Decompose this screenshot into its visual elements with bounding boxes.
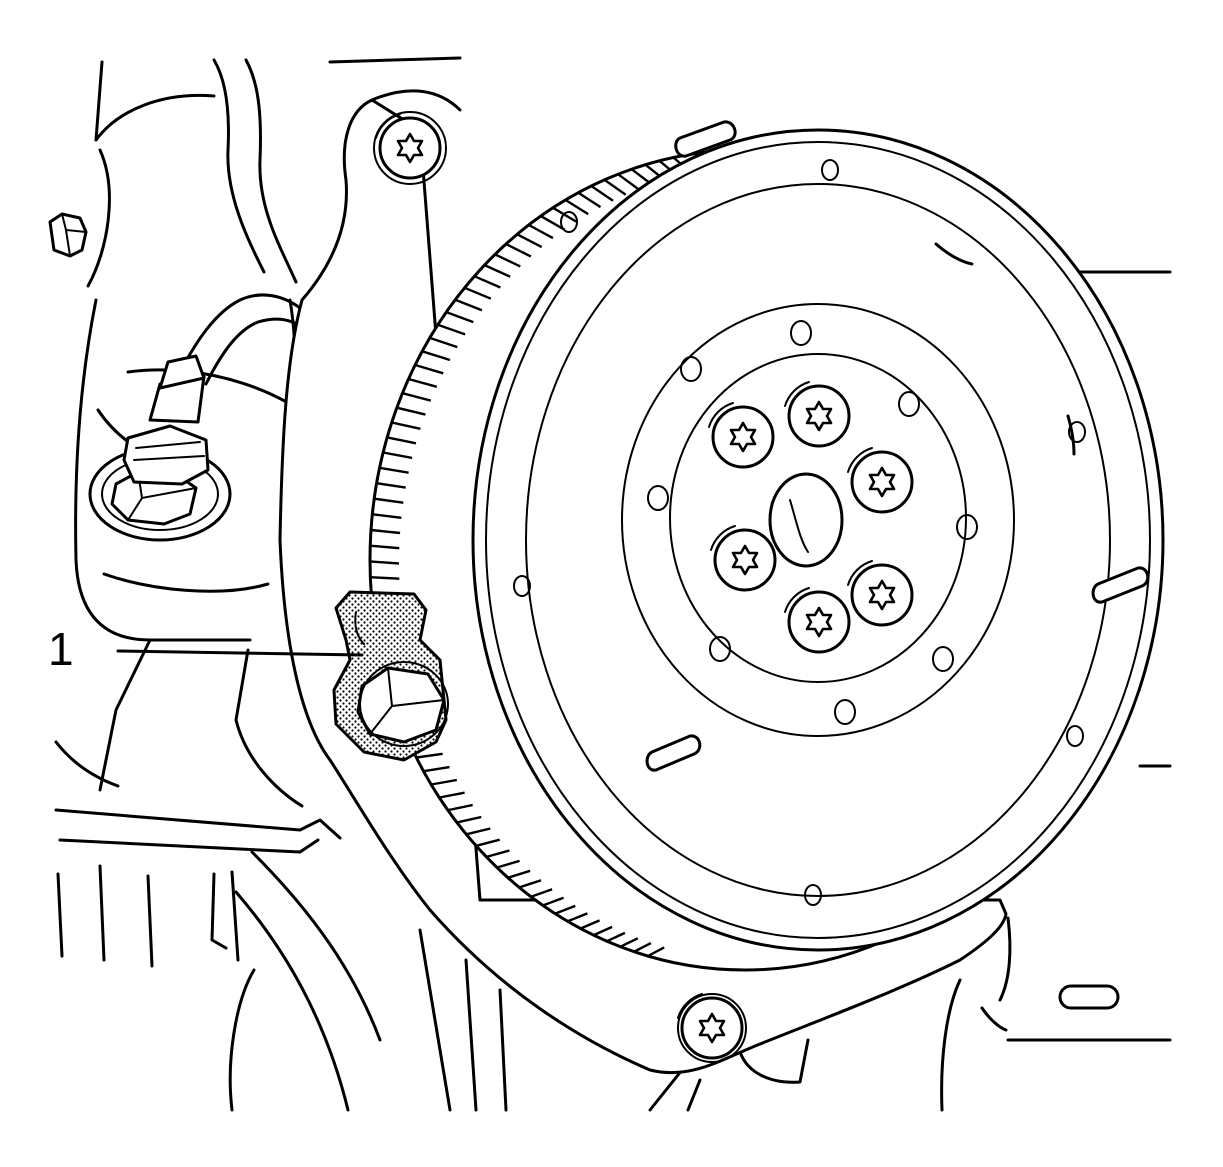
ring-gear-tooth [370,528,401,535]
oxygen-sensor [88,293,308,542]
ring-gear-tooth [439,791,465,799]
ring-gear-tooth [580,919,601,930]
ring-gear-tooth [486,849,510,859]
ring-gear-tooth [464,286,492,300]
ring-gear-tooth [421,350,451,362]
ring-gear-tooth [414,363,444,375]
ring-gear-tooth [456,815,482,824]
ring-gear-tooth [454,298,483,312]
ring-gear-tooth [466,827,491,836]
ring-gear-tooth [416,752,443,759]
ring-gear-tooth [445,310,474,324]
ring-gear-tooth [617,173,640,191]
ring-gear-tooth [396,406,426,416]
ring-gear-tooth [505,243,532,258]
ring-gear-tooth [447,803,473,812]
ring-gear-tooth [518,879,542,889]
ring-gear-tooth [540,215,565,231]
ring-gear-tooth [567,912,588,923]
locking-tool [332,590,449,762]
hex-nut-small [48,212,88,258]
ring-gear-tooth [391,421,421,430]
ring-gear-tooth [593,925,613,937]
dowel-pins [645,120,1150,772]
ring-gear-tooth [633,942,652,953]
ring-gear-tooth [528,223,554,240]
ring-gear-tooth [554,904,576,915]
ring-gear-tooth [484,264,511,278]
ring-gear-tooth [494,253,521,268]
ring-gear-tooth [590,185,614,202]
ring-gear-tooth [423,765,450,773]
ring-gear-tooth [496,859,520,869]
ring-gear-tooth [370,544,400,550]
ring-gear-tooth [372,513,402,519]
torx-bolt-bottom [678,994,747,1063]
ring-gear-tooth [473,275,501,289]
ring-gear-tooth [619,937,639,948]
ring-gear-tooth [475,838,501,847]
ring-gear-tooth [603,178,627,196]
ring-gear-tooth [564,198,589,216]
callout-1-leader [116,649,364,657]
ring-gear-tooth [369,560,400,565]
rim-holes [513,159,1086,906]
callout-1-label: 1 [48,623,74,675]
ring-gear-tooth [370,576,400,580]
ring-gear-tooth [507,869,531,879]
torx-bolt-top [373,111,447,185]
ring-gear-tooth [429,336,458,349]
engine-block [54,56,1172,1112]
ring-gear-tooth [408,377,438,388]
ring-gear-tooth [516,233,543,249]
ring-gear-tooth [386,436,417,445]
ring-gear-tooth [530,888,553,898]
ring-gear-tooth [374,497,404,504]
ring-gear-tooth [379,466,409,474]
ring-gear-tooth [606,931,626,943]
ring-gear-tooth [577,191,602,209]
flywheel [368,120,1165,972]
ring-gear-tooth [542,896,565,907]
hub-holes [647,320,978,725]
ring-gear-tooth [376,482,406,489]
ring-gear-tooth [402,392,432,402]
ring-gear-tooth [647,946,665,958]
ring-gear-tooth [437,323,466,336]
ring-gear-tooth [382,451,413,460]
ring-gear-tooth [430,778,458,786]
